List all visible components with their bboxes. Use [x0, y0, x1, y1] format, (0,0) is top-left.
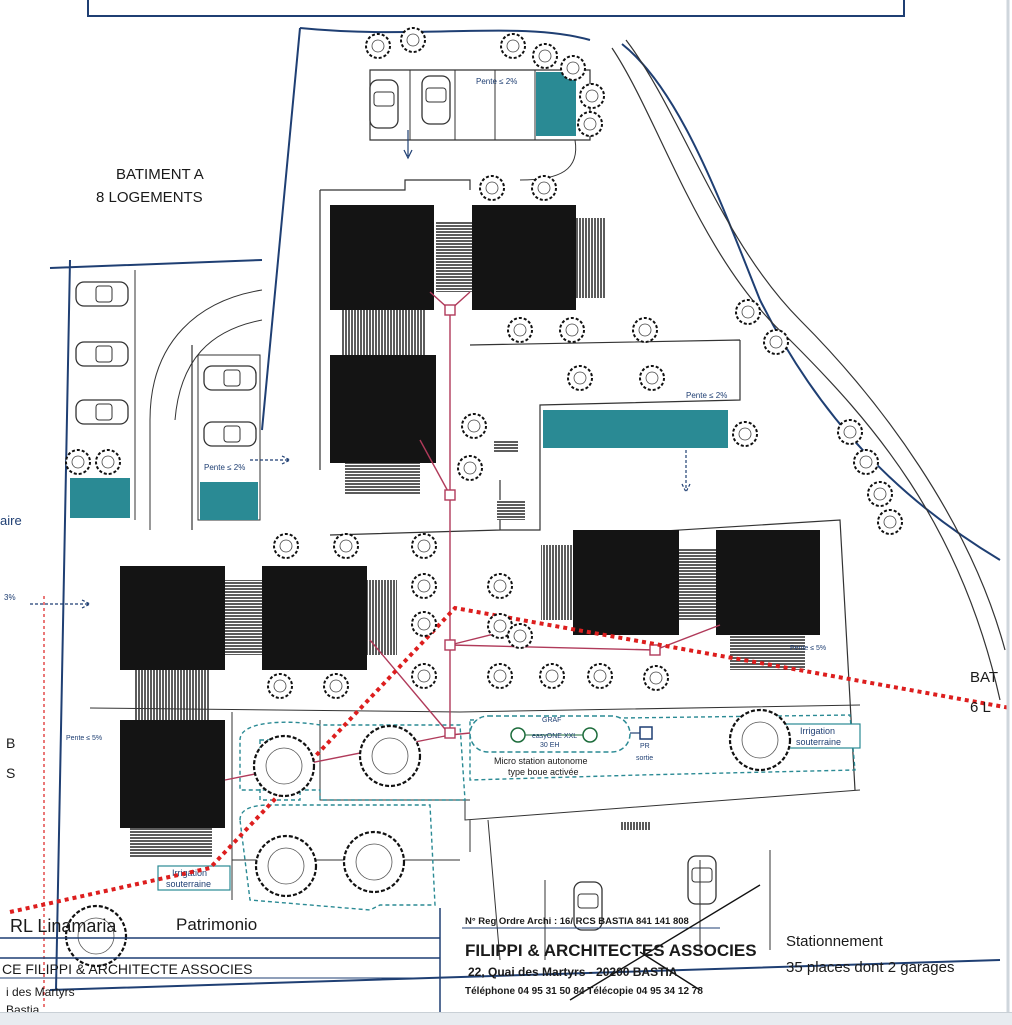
batiment-right-units: 6 L	[970, 699, 991, 716]
curve-drive	[149, 289, 263, 530]
pr-box	[639, 726, 653, 740]
arrow-mid	[250, 455, 292, 465]
pr-label: PR	[640, 743, 650, 750]
arrow-right	[681, 450, 691, 494]
batiment-a	[330, 205, 606, 495]
top-accessible-stall	[536, 72, 576, 136]
sortie-label: sortie	[636, 755, 653, 762]
reg-number: N° Reg Ordre Archi : 16/ RCS BASTIA 841 …	[465, 916, 689, 927]
client-name: RL Linamaria	[10, 916, 117, 936]
irrigation-left-1: Irrigation	[172, 868, 207, 878]
arrow-left	[30, 599, 92, 609]
pente5-right-label: Pente ≤ 5%	[790, 645, 826, 652]
batiment-a-title: BATIMENT A	[116, 166, 204, 183]
parking-title: Stationnement	[786, 933, 884, 950]
batiment-a-units: 8 LOGEMENTS	[96, 189, 203, 206]
cabinet-name: CE FILIPPI & ARCHITECTE ASSOCIES	[2, 961, 253, 977]
viewer-bottom-strip	[0, 1012, 1012, 1025]
right-accessible-strip	[543, 410, 728, 448]
left-s: S	[6, 765, 15, 781]
small-steps	[497, 500, 525, 520]
batiment-b	[120, 566, 397, 858]
micro-station	[469, 715, 631, 753]
top-drive	[519, 139, 577, 181]
mid-accessible-stall	[200, 482, 258, 520]
pente5-left-label: Pente ≤ 5%	[66, 735, 102, 742]
top-frame	[87, 0, 905, 17]
irrigation-right-box	[785, 723, 861, 749]
outer-path-2	[625, 39, 1006, 651]
station-line2: type boue activée	[508, 767, 579, 777]
irrigation-right-2: souterraine	[796, 737, 841, 747]
left-accessible-stall	[70, 478, 130, 518]
batiment-c	[541, 530, 820, 670]
left-pct: 3%	[4, 593, 16, 602]
station-model: easyONE XXL	[532, 733, 577, 740]
parking-count: 35 places dont 2 garages	[786, 959, 954, 976]
cabinet-address: i des Martyrs	[6, 985, 75, 999]
batiment-right-title: BAT	[970, 669, 998, 686]
bottom-parking-lines	[487, 819, 771, 961]
left-aire: aire	[0, 513, 22, 528]
pente-top-label: Pente ≤ 2%	[476, 77, 517, 86]
pente-left-label: Pente ≤ 2%	[204, 463, 245, 472]
irrigation-zones	[239, 714, 856, 911]
left-boundary	[49, 259, 1001, 991]
outer-path	[611, 47, 1001, 701]
site-boundary	[261, 27, 1001, 561]
pente-right-label: Pente ≤ 2%	[686, 391, 727, 400]
station-capacity: 30 EH	[540, 742, 559, 749]
survey-line	[9, 605, 1011, 914]
firm-phones: Téléphone 04 95 31 50 84 Télécopie 04 95…	[465, 986, 703, 997]
station-graf: GRAF	[542, 717, 561, 724]
small-steps-2	[494, 440, 518, 452]
lower-walkways	[89, 704, 861, 900]
arrow-top	[403, 130, 413, 160]
irrigation-left-2: souterraine	[166, 879, 211, 889]
place-name: Patrimonio	[176, 915, 257, 934]
manhole	[620, 822, 650, 830]
top-parking-stalls	[409, 70, 536, 140]
station-line1: Micro station autonome	[494, 756, 588, 766]
cartouche	[0, 884, 761, 1012]
pipe-nodes	[444, 304, 661, 739]
inner-walls	[191, 179, 856, 791]
irrigation-right-1: Irrigation	[800, 726, 835, 736]
firm-address: 22, Quai des Martyrs - 20200 BASTIA	[468, 965, 678, 979]
left-b: B	[6, 735, 15, 751]
firm-name: FILIPPI & ARCHITECTES ASSOCIES	[465, 941, 757, 960]
